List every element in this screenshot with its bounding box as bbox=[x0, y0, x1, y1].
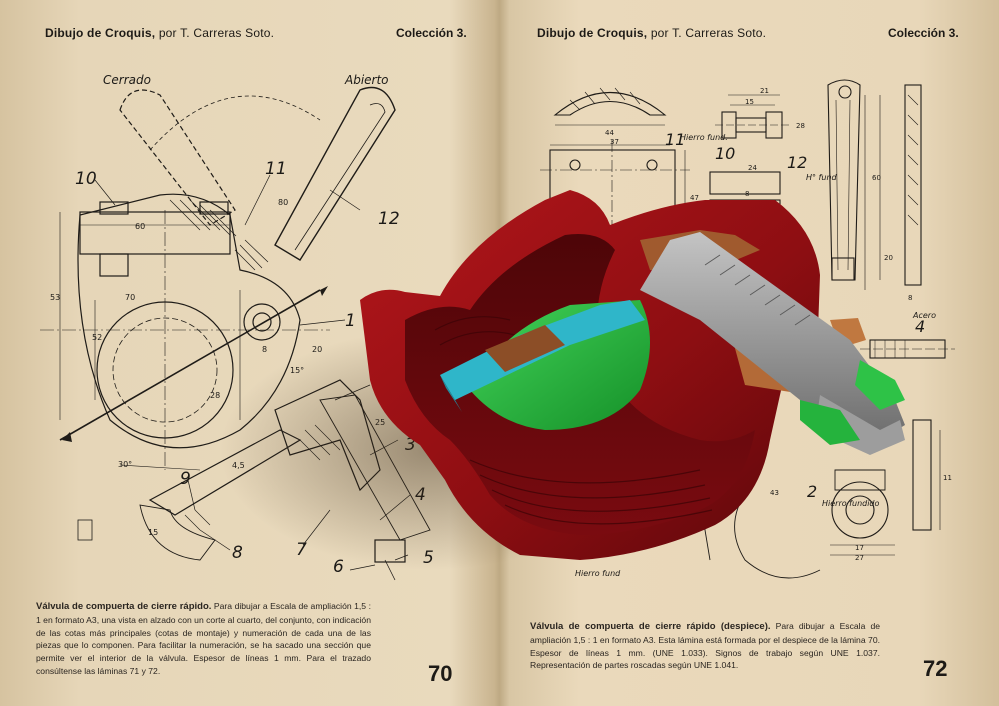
callout-8: 8 bbox=[232, 543, 243, 563]
dim-r-8b: 8 bbox=[908, 294, 912, 302]
left-header-collection: Colección 3. bbox=[396, 26, 467, 40]
valve-assembly-drawing: Cerrado Abierto 10 11 12 1 2 3 4 5 6 7 8… bbox=[40, 73, 434, 581]
callout-9: 9 bbox=[180, 469, 191, 489]
part-label-10: 10 bbox=[715, 144, 735, 163]
callout-12: 12 bbox=[378, 209, 400, 229]
part-note-11a: Hierro fund. bbox=[680, 133, 728, 142]
callout-10: 10 bbox=[75, 169, 97, 189]
part-note-bottom: Hierro fund bbox=[575, 569, 621, 578]
right-header-collection: Colección 3. bbox=[888, 26, 959, 40]
dim-60: 60 bbox=[135, 222, 145, 231]
dim-8: 8 bbox=[262, 345, 267, 354]
dim-r-28: 28 bbox=[796, 122, 805, 130]
left-caption: Válvula de compuerta de cierre rápido. P… bbox=[36, 600, 371, 678]
part-note-4: Acero bbox=[912, 311, 936, 320]
right-header-book: Dibujo de Croquis, bbox=[537, 26, 648, 40]
right-caption-title: Válvula de compuerta de cierre rápido (d… bbox=[530, 621, 771, 632]
left-header-title: Dibujo de Croquis, por T. Carreras Soto. bbox=[45, 26, 274, 40]
dim-53: 53 bbox=[50, 293, 60, 302]
part-label-2: 2 bbox=[807, 482, 817, 501]
dim-r-27: 27 bbox=[855, 554, 864, 562]
label-closed: Cerrado bbox=[103, 73, 151, 87]
left-header-book: Dibujo de Croquis, bbox=[45, 26, 156, 40]
dim-r-43: 43 bbox=[770, 489, 779, 497]
part-label-12: 12 bbox=[787, 153, 807, 172]
right-header-title: Dibujo de Croquis, por T. Carreras Soto. bbox=[537, 26, 766, 40]
dim-r-15: 15 bbox=[745, 98, 754, 106]
left-page: Dibujo de Croquis, por T. Carreras Soto.… bbox=[0, 0, 498, 706]
dim-r-44: 44 bbox=[605, 129, 614, 137]
right-page-number: 72 bbox=[923, 656, 948, 681]
dim-r-21: 21 bbox=[760, 87, 769, 95]
dim-r-20: 20 bbox=[884, 254, 893, 262]
part-note-12: H° fund bbox=[806, 173, 838, 182]
dim-30deg: 30° bbox=[118, 460, 132, 469]
callout-3: 3 bbox=[405, 435, 416, 455]
left-caption-title: Válvula de compuerta de cierre rápido. bbox=[36, 601, 212, 612]
right-page: Dibujo de Croquis, por T. Carreras Soto.… bbox=[500, 0, 999, 706]
part-note-2: Hierro fundido bbox=[822, 499, 880, 508]
callout-1: 1 bbox=[345, 311, 356, 331]
left-caption-body: Para dibujar a Escala de ampliación 1,5 … bbox=[36, 601, 371, 676]
dim-4-5: 4,5 bbox=[232, 461, 245, 470]
dim-15deg: 15° bbox=[290, 366, 304, 375]
callout-2: 2 bbox=[375, 373, 386, 393]
callout-6: 6 bbox=[333, 557, 344, 577]
label-open: Abierto bbox=[344, 73, 389, 87]
dim-r-37: 37 bbox=[610, 138, 619, 146]
left-header-author: por T. Carreras Soto. bbox=[158, 26, 275, 40]
dim-r-8: 8 bbox=[745, 190, 749, 198]
dim-r-11: 11 bbox=[943, 474, 952, 482]
callout-11: 11 bbox=[265, 159, 287, 179]
dim-r-47: 47 bbox=[690, 194, 699, 202]
dim-r-24: 24 bbox=[748, 164, 757, 172]
right-caption: Válvula de compuerta de cierre rápido (d… bbox=[530, 620, 880, 672]
dim-r-60: 60 bbox=[872, 174, 881, 182]
dim-r-17: 17 bbox=[855, 544, 864, 552]
callout-5: 5 bbox=[423, 548, 434, 568]
dim-80: 80 bbox=[278, 198, 288, 207]
part-label-4: 4 bbox=[915, 317, 925, 336]
dim-28: 28 bbox=[210, 391, 220, 400]
part-label-11: 11 bbox=[665, 130, 685, 149]
dim-25: 25 bbox=[375, 418, 385, 427]
left-page-number: 70 bbox=[428, 661, 453, 686]
dim-15: 15 bbox=[148, 528, 158, 537]
dim-52: 52 bbox=[92, 333, 102, 342]
dim-20: 20 bbox=[312, 345, 322, 354]
callout-7: 7 bbox=[296, 540, 307, 560]
valve-parts-drawing: 11 10 12 4 2 Hierro fund. H° fund Acero … bbox=[540, 79, 955, 579]
right-header-author: por T. Carreras Soto. bbox=[650, 26, 767, 40]
right-caption-body: Para dibujar a Escala de ampliación 1,5 … bbox=[530, 621, 880, 671]
callout-4: 4 bbox=[415, 485, 426, 505]
dim-r-37b: 37 bbox=[750, 212, 759, 220]
dim-70: 70 bbox=[125, 293, 135, 302]
